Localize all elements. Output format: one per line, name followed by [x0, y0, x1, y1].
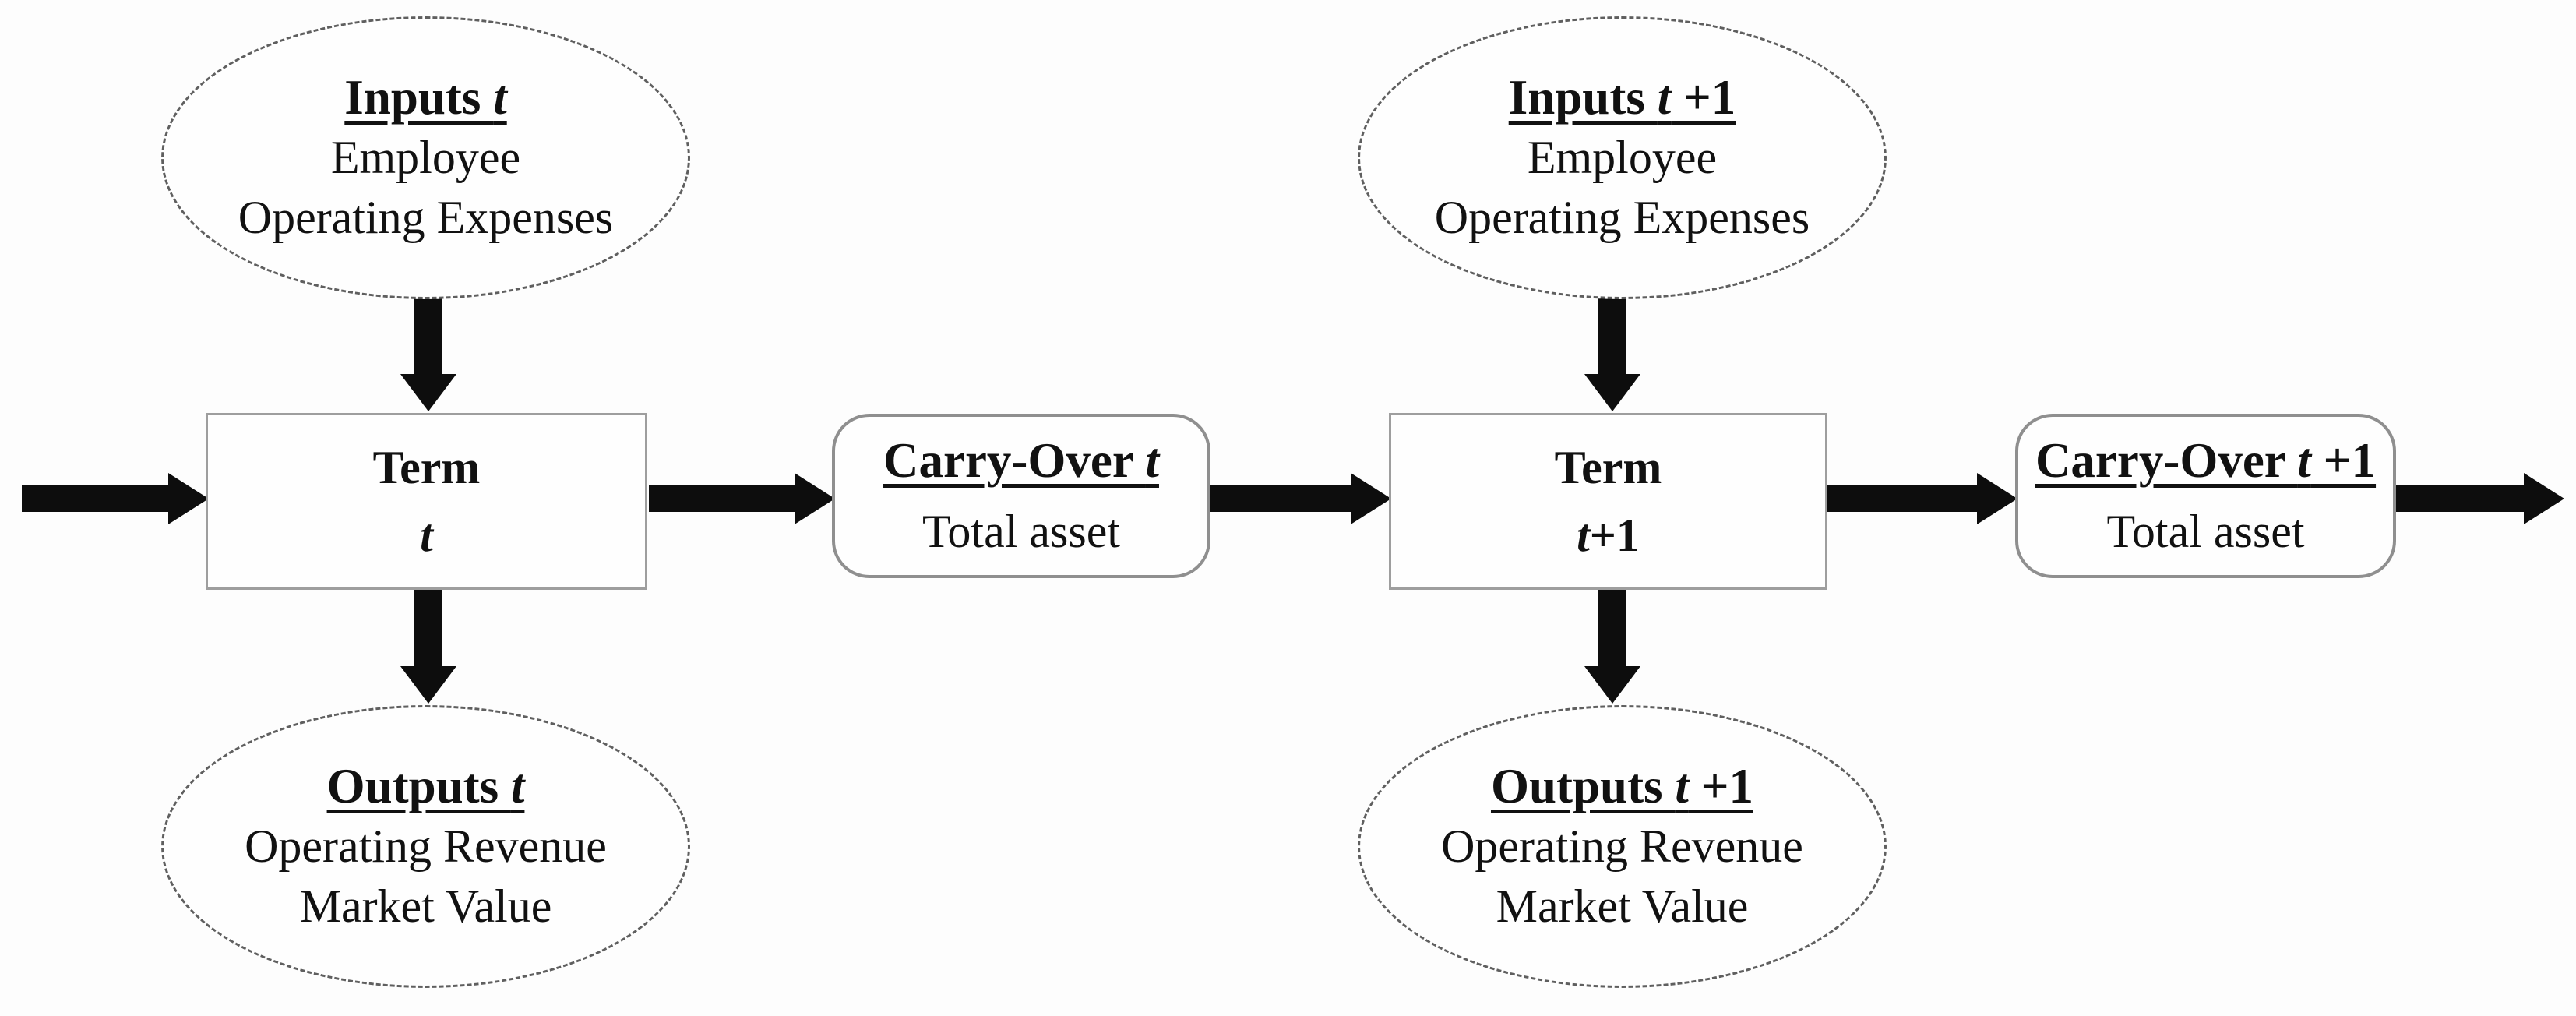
term-t-title: Term: [372, 441, 481, 493]
arrow-term-t1-to-outputs-t1: [1584, 590, 1640, 704]
carryover-t-box: Carry-Over t Total asset: [832, 414, 1210, 578]
carryover-t1-item-total-asset: Total asset: [2106, 505, 2305, 557]
arrow-term-t1-to-carryover-t1: [1826, 473, 2017, 524]
arrow-inputs-t1-to-term-t1: [1584, 295, 1640, 411]
inputs-t-ellipse: Inputs t Employee Operating Expenses: [161, 16, 690, 299]
arrow-term-t-to-carryover-t: [649, 473, 835, 524]
inputs-t1-title: Inputs t +1: [1508, 70, 1736, 125]
outputs-t1-title: Outputs t +1: [1490, 759, 1753, 814]
inputs-t1-item-employee: Employee: [1527, 132, 1718, 184]
inputs-t1-ellipse: Inputs t +1 Employee Operating Expenses: [1358, 16, 1887, 299]
term-t1-title: Term: [1554, 441, 1662, 493]
term-t-period: t: [420, 509, 433, 561]
outputs-t-item-operating-revenue: Operating Revenue: [245, 820, 607, 873]
arrow-term-t-to-outputs-t: [400, 590, 456, 704]
inputs-t1-item-operating-expenses: Operating Expenses: [1434, 191, 1810, 243]
arrow-carryover-t1-out: [2395, 473, 2564, 524]
outputs-t-item-market-value: Market Value: [299, 880, 552, 932]
inputs-t-item-operating-expenses: Operating Expenses: [238, 191, 614, 243]
arrow-inputs-t-to-term-t: [400, 295, 456, 411]
outputs-t-title: Outputs t: [326, 759, 525, 814]
term-t-box: Term t: [206, 413, 647, 590]
term-t1-period: t+1: [1577, 509, 1640, 561]
outputs-t1-item-market-value: Market Value: [1496, 880, 1749, 932]
inputs-t-title: Inputs t: [344, 70, 507, 125]
arrow-into-term-t: [22, 473, 209, 524]
carryover-t-item-total-asset: Total asset: [922, 505, 1121, 557]
outputs-t1-ellipse: Outputs t +1 Operating Revenue Market Va…: [1358, 705, 1887, 988]
carryover-t1-box: Carry-Over t +1 Total asset: [2015, 414, 2396, 578]
inputs-t-item-employee: Employee: [330, 132, 521, 184]
outputs-t-ellipse: Outputs t Operating Revenue Market Value: [161, 705, 690, 988]
outputs-t1-item-operating-revenue: Operating Revenue: [1441, 820, 1803, 873]
carryover-t1-title: Carry-Over t +1: [2035, 432, 2377, 488]
term-t1-box: Term t+1: [1389, 413, 1827, 590]
arrow-carryover-t-to-term-t1: [1208, 473, 1391, 524]
carryover-t-title: Carry-Over t: [883, 432, 1159, 488]
